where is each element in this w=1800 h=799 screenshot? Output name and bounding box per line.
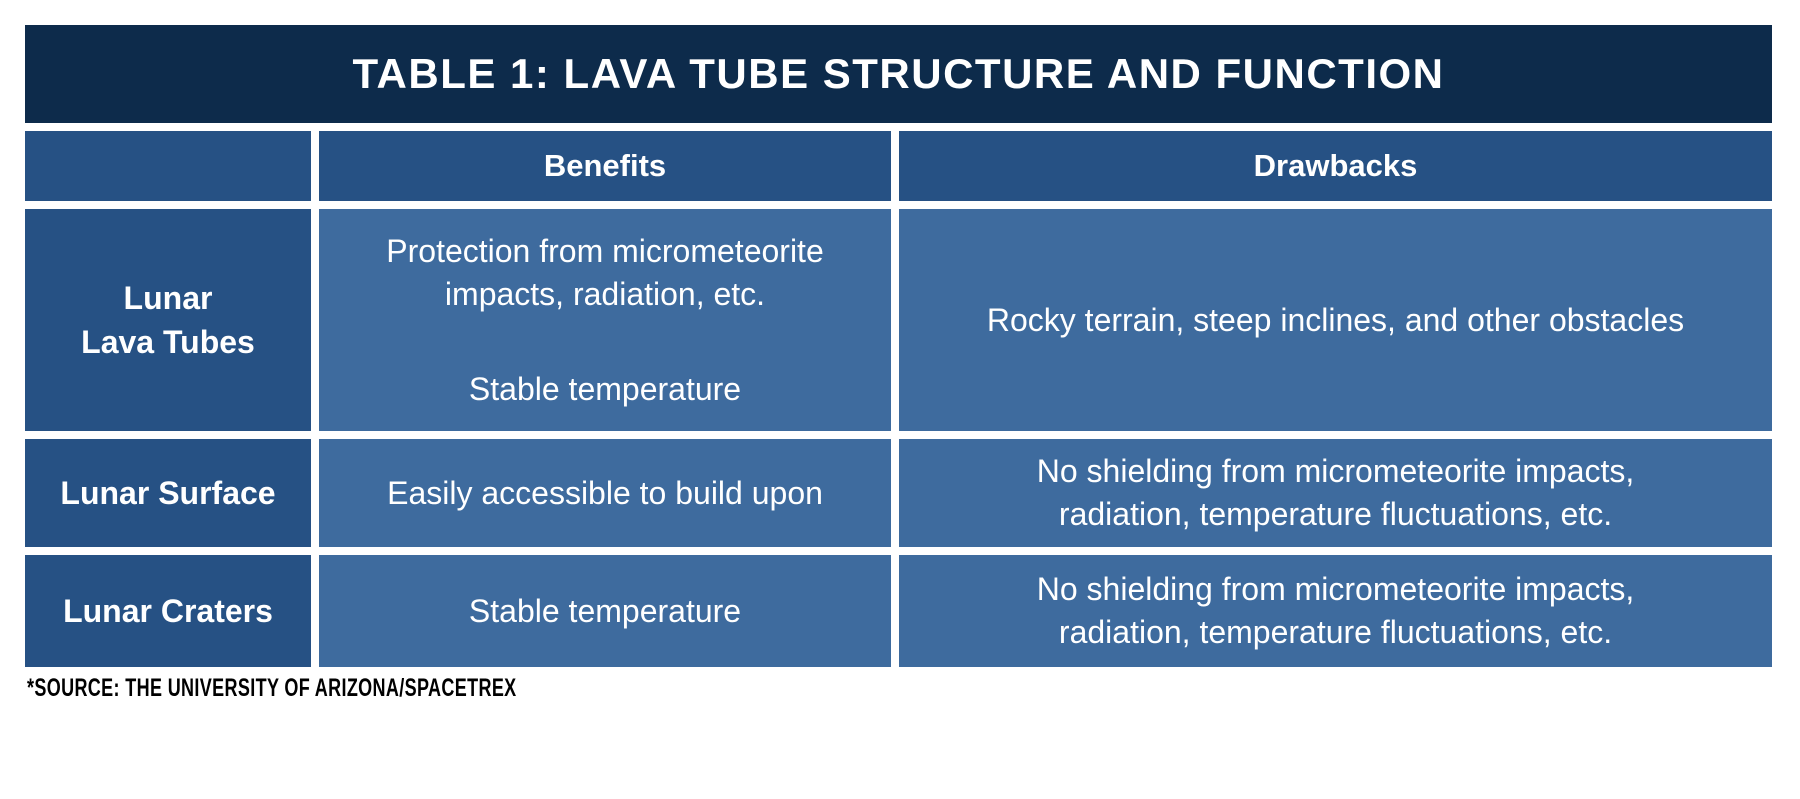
row-header-line: Lunar Craters <box>63 593 273 629</box>
table-title-bar: TABLE 1: LAVA TUBE STRUCTURE AND FUNCTIO… <box>25 25 1772 123</box>
cell-lunar-surface-benefits: Easily accessible to build upon <box>319 439 891 547</box>
drawback-text: No shielding from micrometeorite impacts… <box>1036 453 1635 532</box>
cell-lunar-craters-drawbacks: No shielding from micrometeorite impacts… <box>899 555 1772 667</box>
corner-cell <box>25 131 311 201</box>
row-header-lunar-surface: Lunar Surface <box>25 439 311 547</box>
column-header-benefits: Benefits <box>319 131 891 201</box>
table-title: TABLE 1: LAVA TUBE STRUCTURE AND FUNCTIO… <box>352 50 1445 97</box>
benefit-text: Easily accessible to build upon <box>387 474 823 511</box>
drawback-text: Rocky terrain, steep inclines, and other… <box>986 301 1685 338</box>
row-header-line: Lava Tubes <box>81 324 255 360</box>
drawback-text: No shielding from micrometeorite impacts… <box>1036 571 1635 650</box>
benefit-text: Stable temperature <box>468 592 742 629</box>
benefit-text: Stable temperature <box>468 370 742 407</box>
row-header-line: Lunar Surface <box>60 475 276 511</box>
column-header-drawbacks: Drawbacks <box>899 131 1772 201</box>
cell-lava-tubes-drawbacks: Rocky terrain, steep inclines, and other… <box>899 209 1772 431</box>
row-header-lunar-craters: Lunar Craters <box>25 555 311 667</box>
cell-lunar-surface-drawbacks: No shielding from micrometeorite impacts… <box>899 439 1772 547</box>
benefit-text: Protection from micrometeorite impacts, … <box>386 232 824 312</box>
column-header-drawbacks-label: Drawbacks <box>1253 148 1418 183</box>
column-header-benefits-label: Benefits <box>543 148 667 183</box>
lava-tube-table: TABLE 1: LAVA TUBE STRUCTURE AND FUNCTIO… <box>25 25 1772 667</box>
row-header-line: Lunar <box>123 280 213 316</box>
cell-lunar-craters-benefits: Stable temperature <box>319 555 891 667</box>
source-note-text: *SOURCE: THE UNIVERSITY OF ARIZONA/SPACE… <box>27 674 517 702</box>
source-note: *SOURCE: THE UNIVERSITY OF ARIZONA/SPACE… <box>27 674 517 703</box>
cell-lava-tubes-benefits: Protection from micrometeorite impacts, … <box>319 209 891 431</box>
row-header-lunar-lava-tubes: Lunar Lava Tubes <box>25 209 311 431</box>
